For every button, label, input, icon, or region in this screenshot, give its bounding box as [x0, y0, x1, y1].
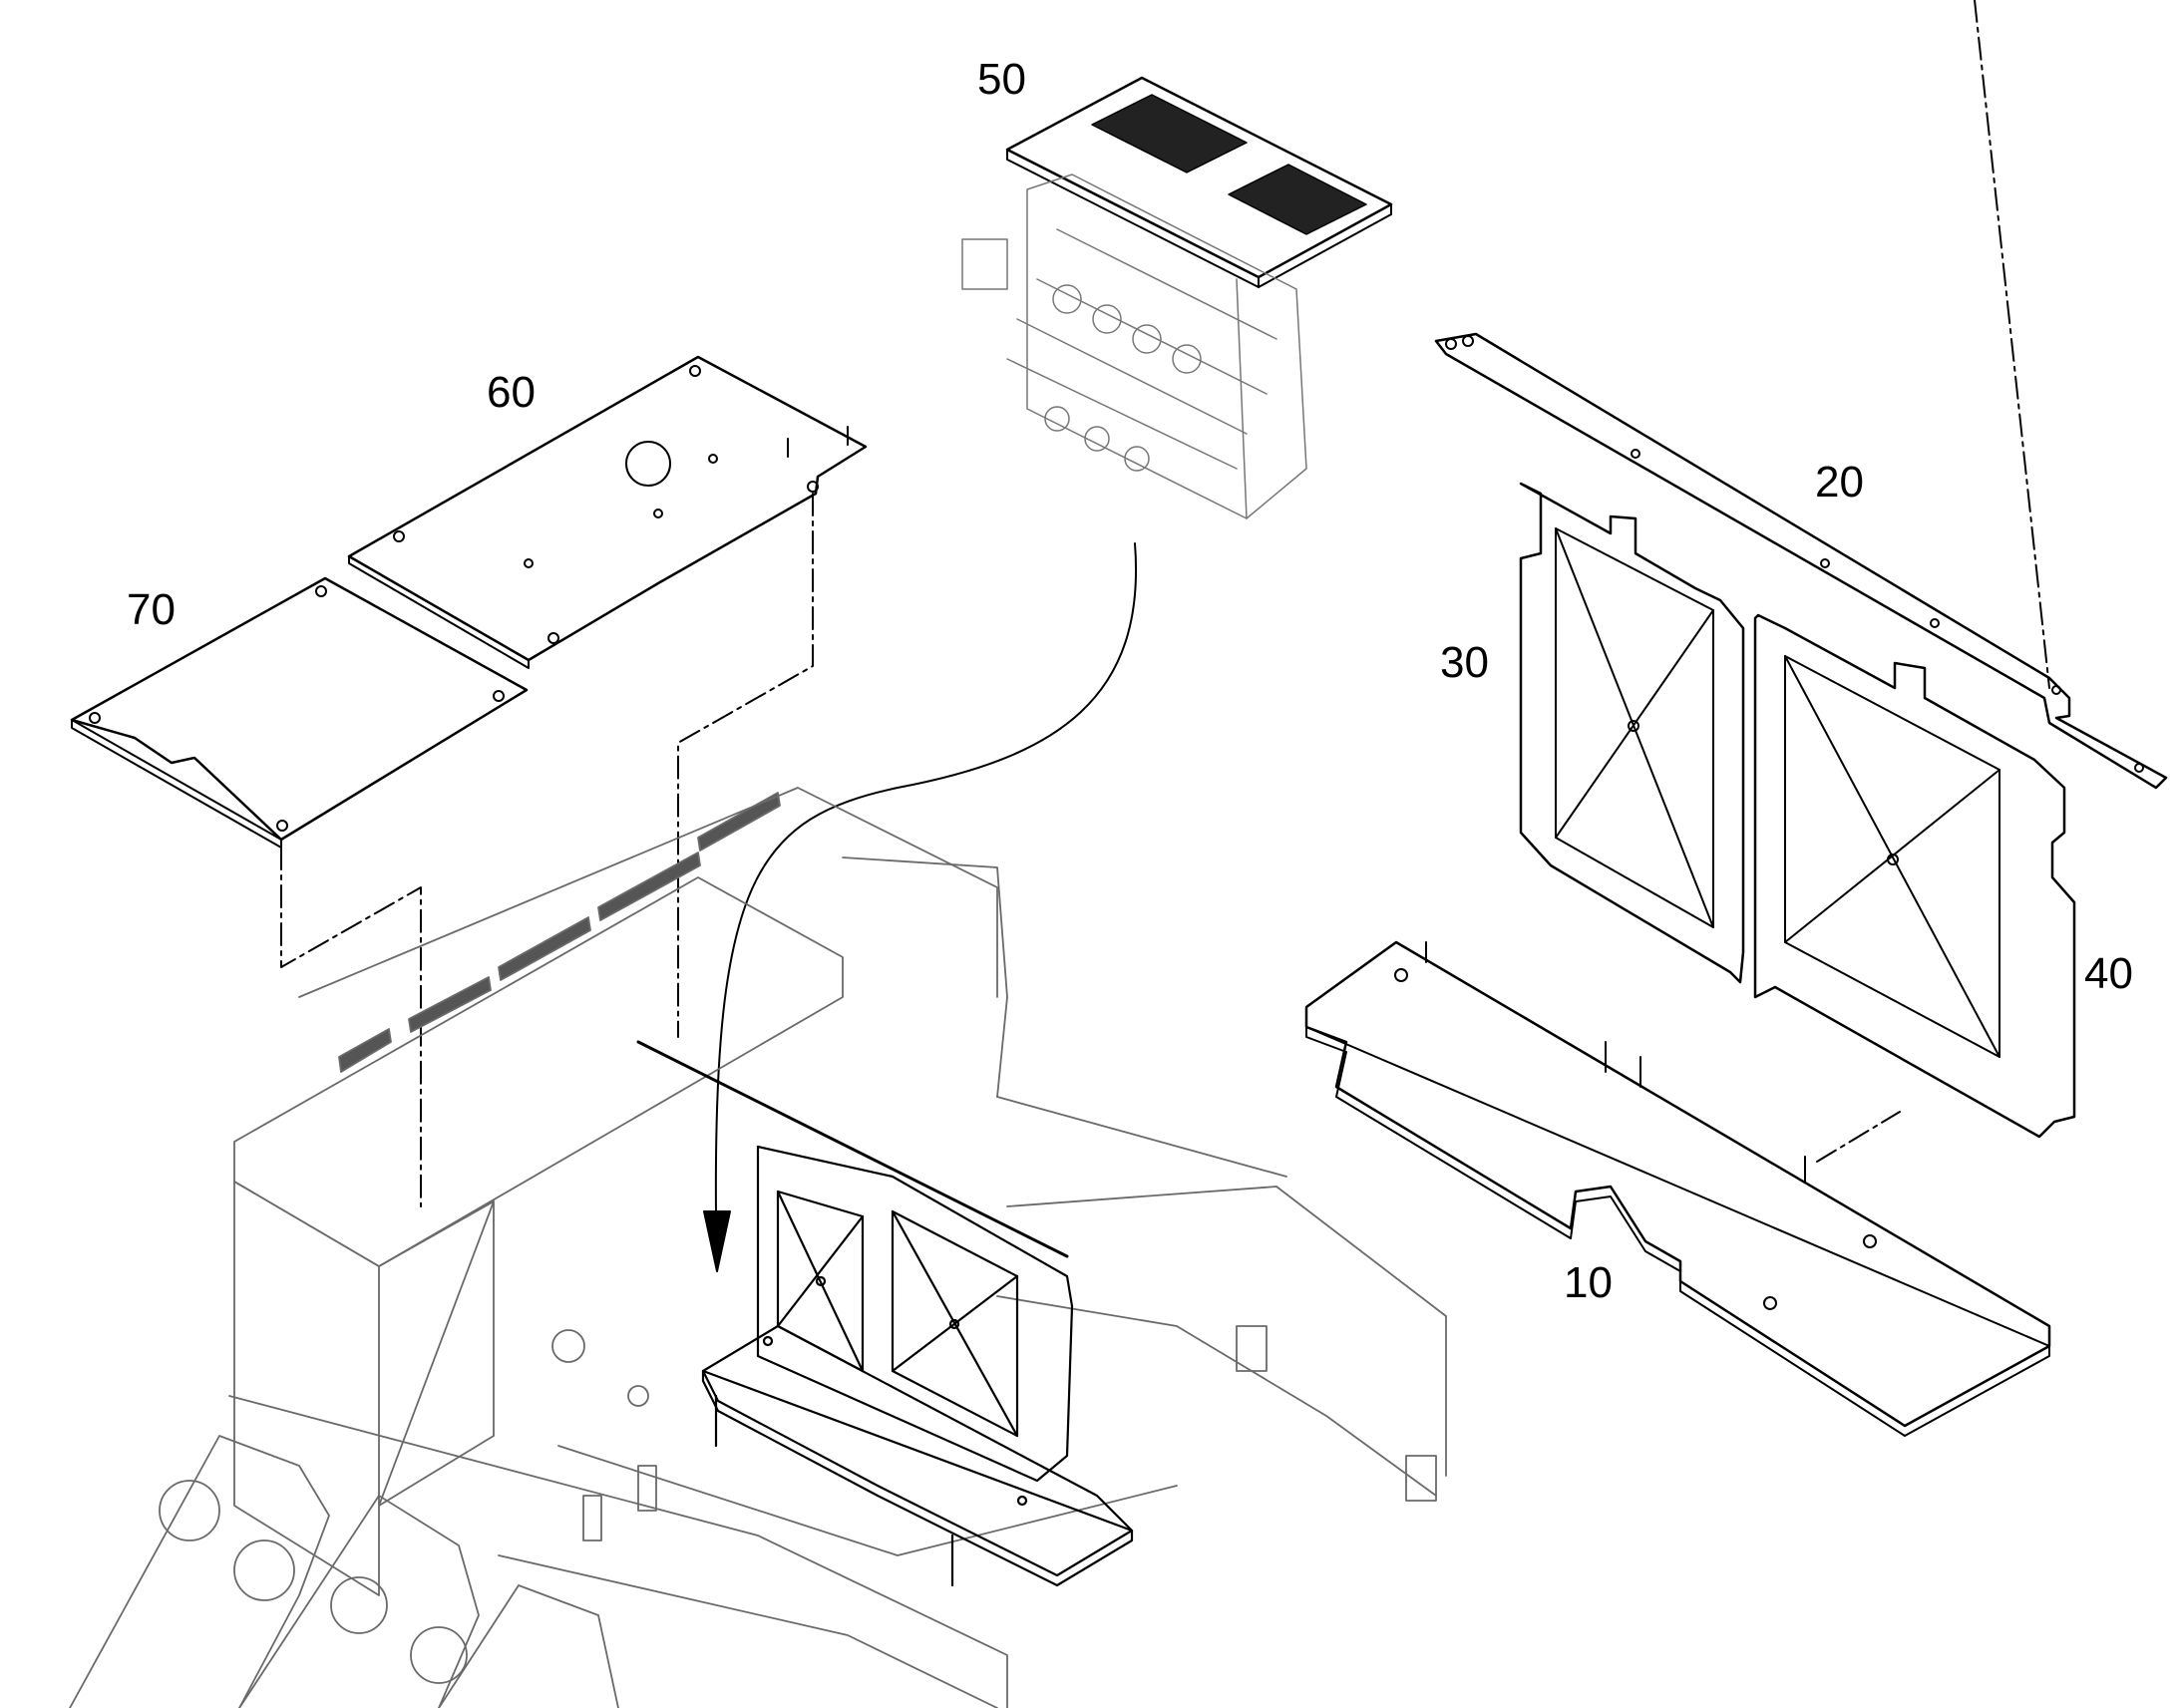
callout-40: 40: [2084, 949, 2133, 998]
callout-70: 70: [127, 585, 176, 634]
installation-arrow-head: [703, 1210, 731, 1272]
leader-lines: [280, 0, 2050, 1207]
callout-60: 60: [487, 368, 536, 417]
part-20-bracket-bar: [1434, 332, 2168, 790]
machine-frame: [69, 787, 1447, 1708]
callout-30: 30: [1440, 638, 1489, 687]
installation-arrow: [714, 542, 1138, 1217]
part-50-valve-block: [961, 76, 1393, 519]
part-10-floor-plate: [1304, 940, 2051, 1437]
part-50-perforation-left: [1091, 94, 1248, 173]
part-60-top-plate: [347, 355, 868, 669]
callout-10: 10: [1564, 1258, 1613, 1307]
part-50-valve-body: [961, 173, 1307, 519]
callout-20: 20: [1815, 458, 1864, 507]
part-40-filter-panel: [1753, 613, 2076, 1139]
part-30-filter-panel: [1519, 482, 1745, 984]
callout-50: 50: [977, 55, 1026, 104]
part-50-perforation-right: [1228, 164, 1367, 235]
installed-filter-assembly: [636, 1040, 1134, 1587]
